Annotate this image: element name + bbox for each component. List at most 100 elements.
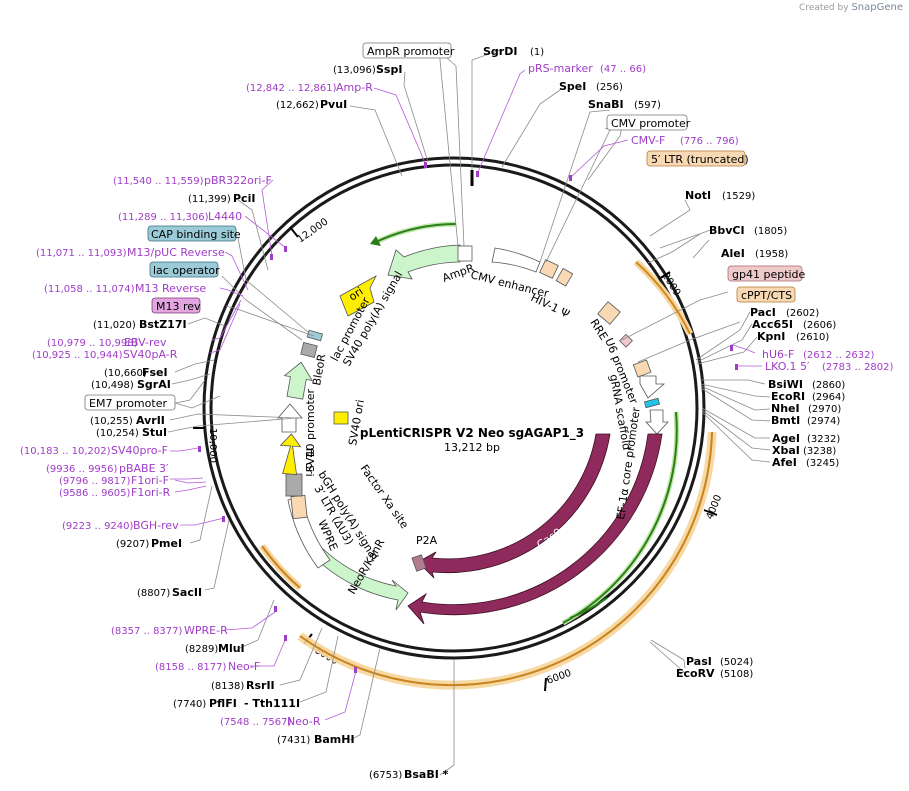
tick-12000 — [289, 226, 299, 238]
label-em7: EM7 promoter — [84, 394, 176, 411]
enzyme-sspi-coord: (13,096) — [333, 65, 376, 76]
enzyme-fsei-coord: (10,660) — [104, 368, 147, 379]
enzyme-alei-name: AleI — [721, 247, 745, 260]
cas9-outer-feature[interactable] — [407, 433, 663, 625]
feature-arc-orange-1-line — [635, 261, 691, 335]
primer-wpre-r-name: WPRE-R — [184, 624, 228, 637]
enzyme-kpni-name: KpnI — [757, 330, 785, 343]
enzyme-ecorv-name: EcoRV — [676, 667, 715, 680]
primer-hu6-f-coord: (2612 .. 2632) — [803, 350, 875, 361]
enzyme-tth111i-name: - Tth111I — [244, 697, 300, 710]
enzyme-sacii-coord: (8807) — [137, 588, 170, 599]
enzyme-stui-name: StuI — [142, 426, 167, 439]
primer-pbr322-name: pBR322ori-F — [204, 174, 272, 187]
label-cppt: cPPT/CTS — [736, 286, 796, 303]
enzyme-sgrdi-name: SgrDI — [483, 45, 517, 58]
enzyme-ecorv-coord: (5108) — [720, 669, 753, 680]
ef1a-promoter-arrow[interactable] — [645, 409, 669, 435]
hiv-psi-label: HIV-1 Ψ — [529, 291, 572, 321]
primer-amp-r-name: Amp-R — [336, 81, 373, 94]
primer-m13-reverse-name: M13 Reverse — [135, 282, 206, 295]
tick-label-4000: 4000 — [705, 493, 725, 521]
feature-arc-green-top — [374, 221, 457, 245]
primer-hu6-f-name: hU6-F — [762, 348, 794, 361]
feature-arc-green-right-line — [562, 411, 678, 624]
enzyme-nhei-coord: (2970) — [808, 404, 841, 415]
backbone-outer-ring — [202, 156, 706, 660]
enzyme-bbvci-name: BbvCI — [709, 224, 745, 237]
enzyme-sgrai-name: SgrAI — [137, 378, 171, 391]
enzyme-agei-name: AgeI — [772, 432, 800, 445]
feature-arc-green-top-line — [375, 223, 457, 243]
enzyme-bmti-coord: (2974) — [807, 416, 840, 427]
gp41-text: gp41 peptide — [732, 268, 806, 281]
ampr-promoter-text: AmpR promoter — [367, 45, 455, 58]
neor-feature[interactable] — [311, 547, 409, 611]
primer-wpre-r-coord: (8357 .. 8377) — [111, 626, 183, 637]
enzyme-sgrdi-coord: (1) — [530, 47, 544, 58]
primer-prs-marker-coord: (47 .. 66) — [600, 64, 646, 75]
enzyme-pcii-coord: (11,399) — [188, 194, 231, 205]
f1-ori-label: f1 ori — [303, 448, 316, 477]
lac-operator-box — [149, 261, 219, 278]
tick-2000 — [658, 271, 671, 280]
primer-l4440-coord: (11,289 .. 11,306) — [118, 212, 209, 223]
primer-m13-puc-coord: (11,071 .. 11,093) — [36, 248, 127, 259]
enzyme-afei-coord: (3245) — [806, 458, 839, 469]
credit-prefix: Created by — [799, 3, 849, 13]
enzyme-rsrii-coord: (8138) — [211, 681, 244, 692]
enzyme-mlui-coord: (8289) — [185, 644, 218, 655]
enzyme-noti-name: NotI — [685, 189, 711, 202]
primer-m13-reverse-coord: (11,058 .. 11,074) — [44, 284, 135, 295]
bgh-polya-block — [285, 473, 303, 497]
primer-bgh-rev-name: BGH-rev — [133, 519, 179, 532]
rre-block — [597, 301, 621, 325]
cmv-promoter-box — [606, 114, 688, 131]
primer-f1ori-r-coord: (9586 .. 9605) — [59, 488, 131, 499]
enzyme-alei-coord: (1958) — [755, 249, 788, 260]
f1-ori-arrow[interactable] — [279, 433, 302, 475]
primer-amp-r-coord: (12,842 .. 12,861) — [246, 83, 337, 94]
cmv-enhancer-feature[interactable] — [491, 247, 541, 273]
primer-site-markers — [198, 162, 738, 673]
p2a-label: P2A — [416, 534, 438, 547]
ampr-promoter-box — [362, 42, 452, 59]
cas9-inner-feature[interactable] — [417, 433, 611, 579]
plasmid-name: pLentiCRISPR V2 Neo sgAGAP1_3 — [360, 426, 584, 441]
enzyme-afei-name: AfeI — [772, 456, 797, 469]
bleor-label: BleoR — [310, 353, 328, 387]
primer-neo-r-name: Neo-R — [287, 715, 321, 728]
enzyme-pasi-coord: (5024) — [720, 657, 753, 668]
label-ampr-promoter: AmpR promoter — [362, 42, 455, 59]
snapgene-credit: Created by SnapGene — [799, 2, 903, 13]
enzyme-pflfi-coord: (7740) — [173, 699, 206, 710]
enzyme-bsiwi-name: BsiWI — [768, 378, 803, 391]
gp41-box — [727, 265, 803, 282]
lac-operator-text: lac operator — [153, 264, 220, 277]
u6-promoter-arrow[interactable] — [639, 375, 666, 399]
enzyme-bsabi-coord: (6753) — [369, 770, 402, 781]
enzyme-paci-coord: (2602) — [786, 308, 819, 319]
enzyme-bsiwi-coord: (2860) — [812, 380, 845, 391]
plasmid-length: 13,212 bp — [444, 441, 500, 454]
primer-pbr322-coord: (11,540 .. 11,559) — [113, 176, 204, 187]
primer-leader-lines — [170, 69, 762, 721]
primer-neo-f-name: Neo-F — [228, 660, 260, 673]
ampr-promoter-block — [457, 245, 473, 262]
enzyme-bbvci-coord: (1805) — [754, 226, 787, 237]
enzyme-ecori-coord: (2964) — [812, 392, 845, 403]
primer-sv40pa-r-coord: (10,925 .. 10,944) — [32, 350, 123, 361]
enzyme-fsei-name: FseI — [142, 366, 168, 379]
sv40-promoter-label: SV40 promoter — [304, 388, 317, 472]
hiv-psi-block — [555, 267, 574, 287]
ltr5-text: 5′ LTR (truncated) — [651, 153, 749, 166]
enzyme-bmti-name: BmtI — [771, 414, 800, 427]
ori-arrow[interactable] — [339, 275, 377, 317]
enzyme-avrii-coord: (10,255) — [90, 416, 133, 427]
feature-arc-orange-3-line — [261, 545, 301, 589]
bleor-arrow[interactable] — [281, 360, 315, 400]
cppt-block — [632, 359, 652, 378]
enzyme-pflfi-name: PflFI — [209, 697, 237, 710]
ampr-feature[interactable] — [387, 244, 461, 280]
